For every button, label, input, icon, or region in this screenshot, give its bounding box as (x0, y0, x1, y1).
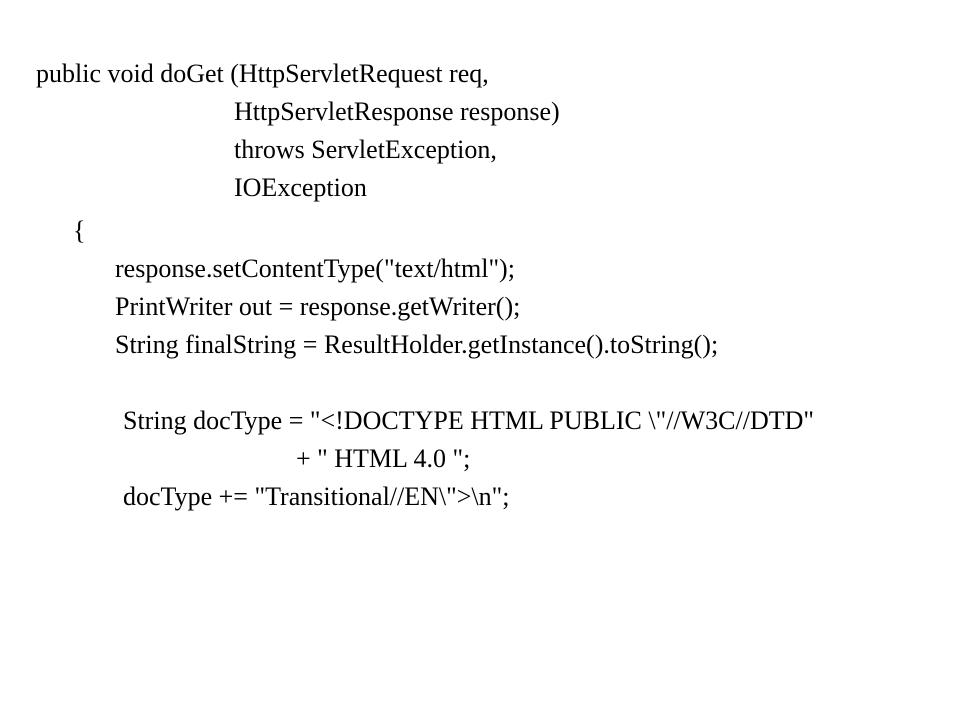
code-line-final-string: String finalString = ResultHolder.getIns… (115, 330, 719, 359)
code-line-doctype-append: docType += "Transitional//EN\">\n"; (123, 482, 510, 511)
code-line-set-content-type: response.setContentType("text/html"); (115, 254, 515, 283)
code-line-ioexception: IOException (234, 173, 367, 202)
code-line-response-param: HttpServletResponse response) (234, 97, 560, 126)
code-line-doctype-concat: + " HTML 4.0 "; (296, 444, 471, 473)
code-line-throws: throws ServletException, (234, 135, 497, 164)
code-line-method-signature: public void doGet (HttpServletRequest re… (36, 59, 489, 88)
code-line-doctype-decl: String docType = "<!DOCTYPE HTML PUBLIC … (123, 406, 815, 435)
code-line-print-writer: PrintWriter out = response.getWriter(); (115, 292, 521, 321)
code-line-open-brace: { (73, 216, 86, 245)
